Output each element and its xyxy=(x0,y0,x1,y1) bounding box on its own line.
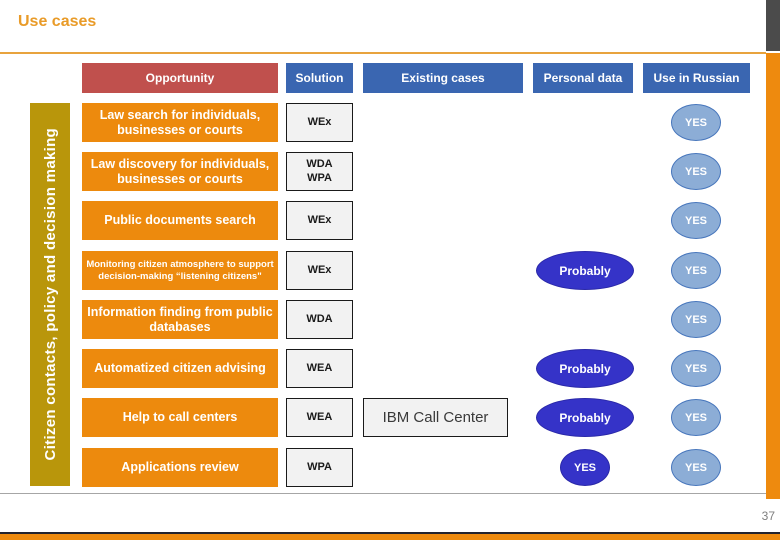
personal-data-badge: YES xyxy=(560,449,610,486)
solution-cell: WEx xyxy=(286,103,353,142)
table-row: Law search for individuals, businesses o… xyxy=(0,103,780,142)
use-in-russian-badge: YES xyxy=(671,202,721,239)
personal-data-badge: Probably xyxy=(536,349,634,388)
column-header-solution: Solution xyxy=(286,63,353,93)
column-header-existing-cases: Existing cases xyxy=(363,63,523,93)
existing-case-cell: IBM Call Center xyxy=(363,398,508,437)
solution-cell: WEx xyxy=(286,201,353,240)
use-in-russian-badge: YES xyxy=(671,449,721,486)
column-header-opportunity: Opportunity xyxy=(82,63,278,93)
opportunity-cell: Information finding from public database… xyxy=(82,300,278,339)
title-divider xyxy=(0,52,766,54)
right-accent-dark-block xyxy=(766,0,780,51)
personal-data-badge: Probably xyxy=(536,251,634,290)
page-number: 37 xyxy=(761,509,775,523)
opportunity-cell: Automatized citizen advising xyxy=(82,349,278,388)
opportunity-cell: Monitoring citizen atmosphere to support… xyxy=(82,251,278,290)
solution-cell: WEA xyxy=(286,349,353,388)
use-in-russian-badge: YES xyxy=(671,153,721,190)
solution-cell: WEA xyxy=(286,398,353,437)
use-in-russian-badge: YES xyxy=(671,104,721,141)
bottom-accent-bar xyxy=(0,532,780,540)
solution-cell: WDA WPA xyxy=(286,152,353,191)
use-in-russian-badge: YES xyxy=(671,301,721,338)
table-row: Monitoring citizen atmosphere to support… xyxy=(0,251,780,290)
column-header-personal-data: Personal data xyxy=(533,63,633,93)
category-label-box: Citizen contacts, policy and decision ma… xyxy=(30,103,70,486)
opportunity-cell: Public documents search xyxy=(82,201,278,240)
page-title: Use cases xyxy=(18,13,97,30)
opportunity-cell: Applications review xyxy=(82,448,278,487)
column-header-use-in-russian: Use in Russian xyxy=(643,63,750,93)
table-row: Automatized citizen advising WEA Probabl… xyxy=(0,349,780,388)
use-in-russian-badge: YES xyxy=(671,350,721,387)
table-row: Law discovery for individuals, businesse… xyxy=(0,152,780,191)
table-row: Help to call centers WEA IBM Call Center… xyxy=(0,398,780,437)
right-accent-orange-bar xyxy=(766,53,780,499)
opportunity-cell: Law discovery for individuals, businesse… xyxy=(82,152,278,191)
opportunity-cell: Law search for individuals, businesses o… xyxy=(82,103,278,142)
solution-cell: WEx xyxy=(286,251,353,290)
opportunity-cell: Help to call centers xyxy=(82,398,278,437)
table-row: Information finding from public database… xyxy=(0,300,780,339)
solution-cell: WPA xyxy=(286,448,353,487)
use-in-russian-badge: YES xyxy=(671,252,721,289)
bottom-divider xyxy=(0,493,766,494)
use-in-russian-badge: YES xyxy=(671,399,721,436)
personal-data-badge: Probably xyxy=(536,398,634,437)
solution-cell: WDA xyxy=(286,300,353,339)
table-row: Applications review WPA YES YES xyxy=(0,448,780,487)
table-row: Public documents search WEx YES xyxy=(0,201,780,240)
